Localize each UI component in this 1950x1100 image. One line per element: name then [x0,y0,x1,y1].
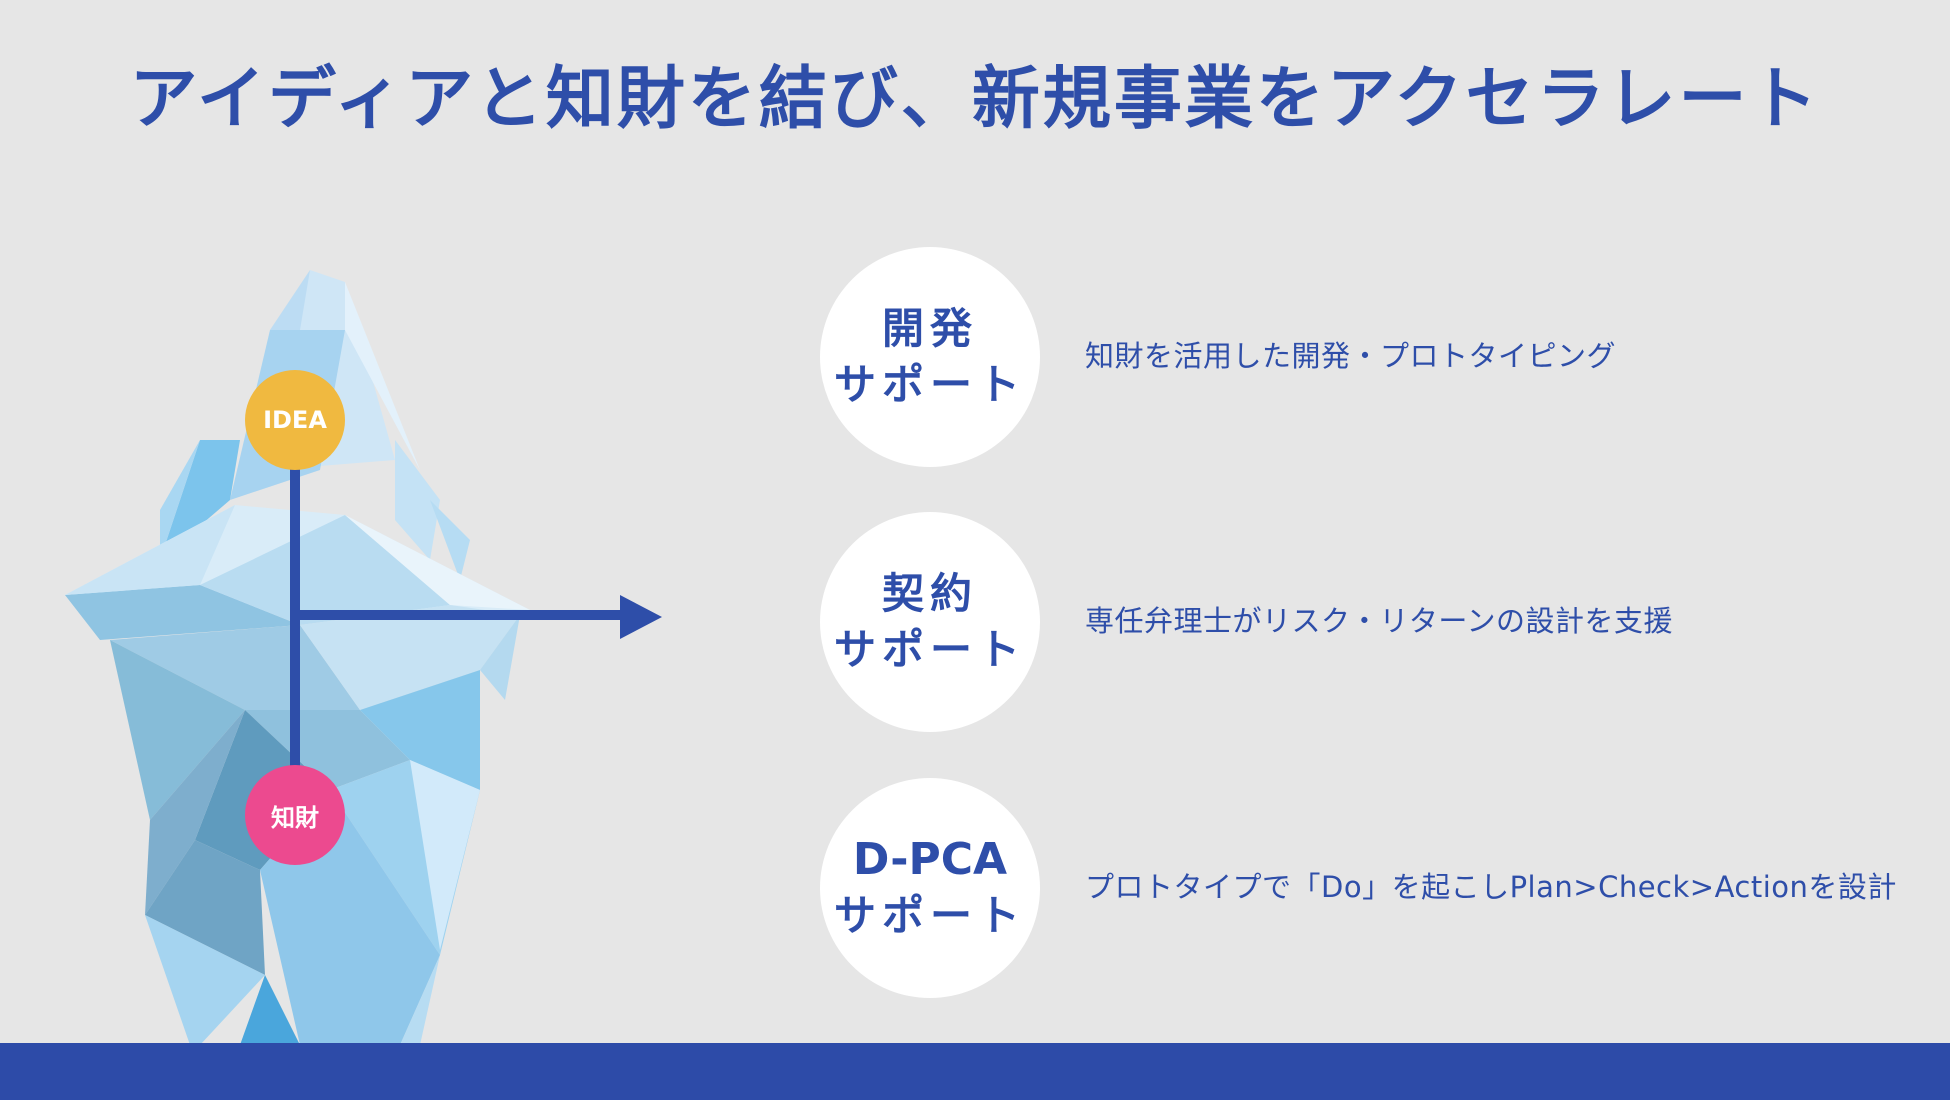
support-circle-dpca: D-PCA サポート [820,778,1040,998]
support-description-dpca: プロトタイプで「Do」を起こしPlan>Check>Actionを設計 [1085,870,1897,904]
iceberg-illustration [65,270,662,1100]
support-label-line1: 開発 [881,304,978,353]
support-label-line2: サポート [833,891,1026,940]
support-circle-contract: 契約 サポート [820,512,1040,732]
support-description-contract: 専任弁理士がリスク・リターンの設計を支援 [1085,604,1673,638]
support-label-line2: サポート [833,360,1026,409]
footer-bar [0,1043,1950,1100]
arrow-right-icon [620,595,662,639]
page-title: アイディアと知財を結び、新規事業をアクセラレート [129,60,1821,139]
support-label-line1: 契約 [881,569,978,618]
support-description-development: 知財を活用した開発・プロトタイピング [1085,339,1617,373]
idea-node: IDEA [245,370,345,470]
support-label-line1: D-PCA [852,834,1008,885]
ip-node: 知財 [245,765,345,865]
support-label-line2: サポート [833,625,1026,674]
support-circle-development: 開発 サポート [820,247,1040,467]
